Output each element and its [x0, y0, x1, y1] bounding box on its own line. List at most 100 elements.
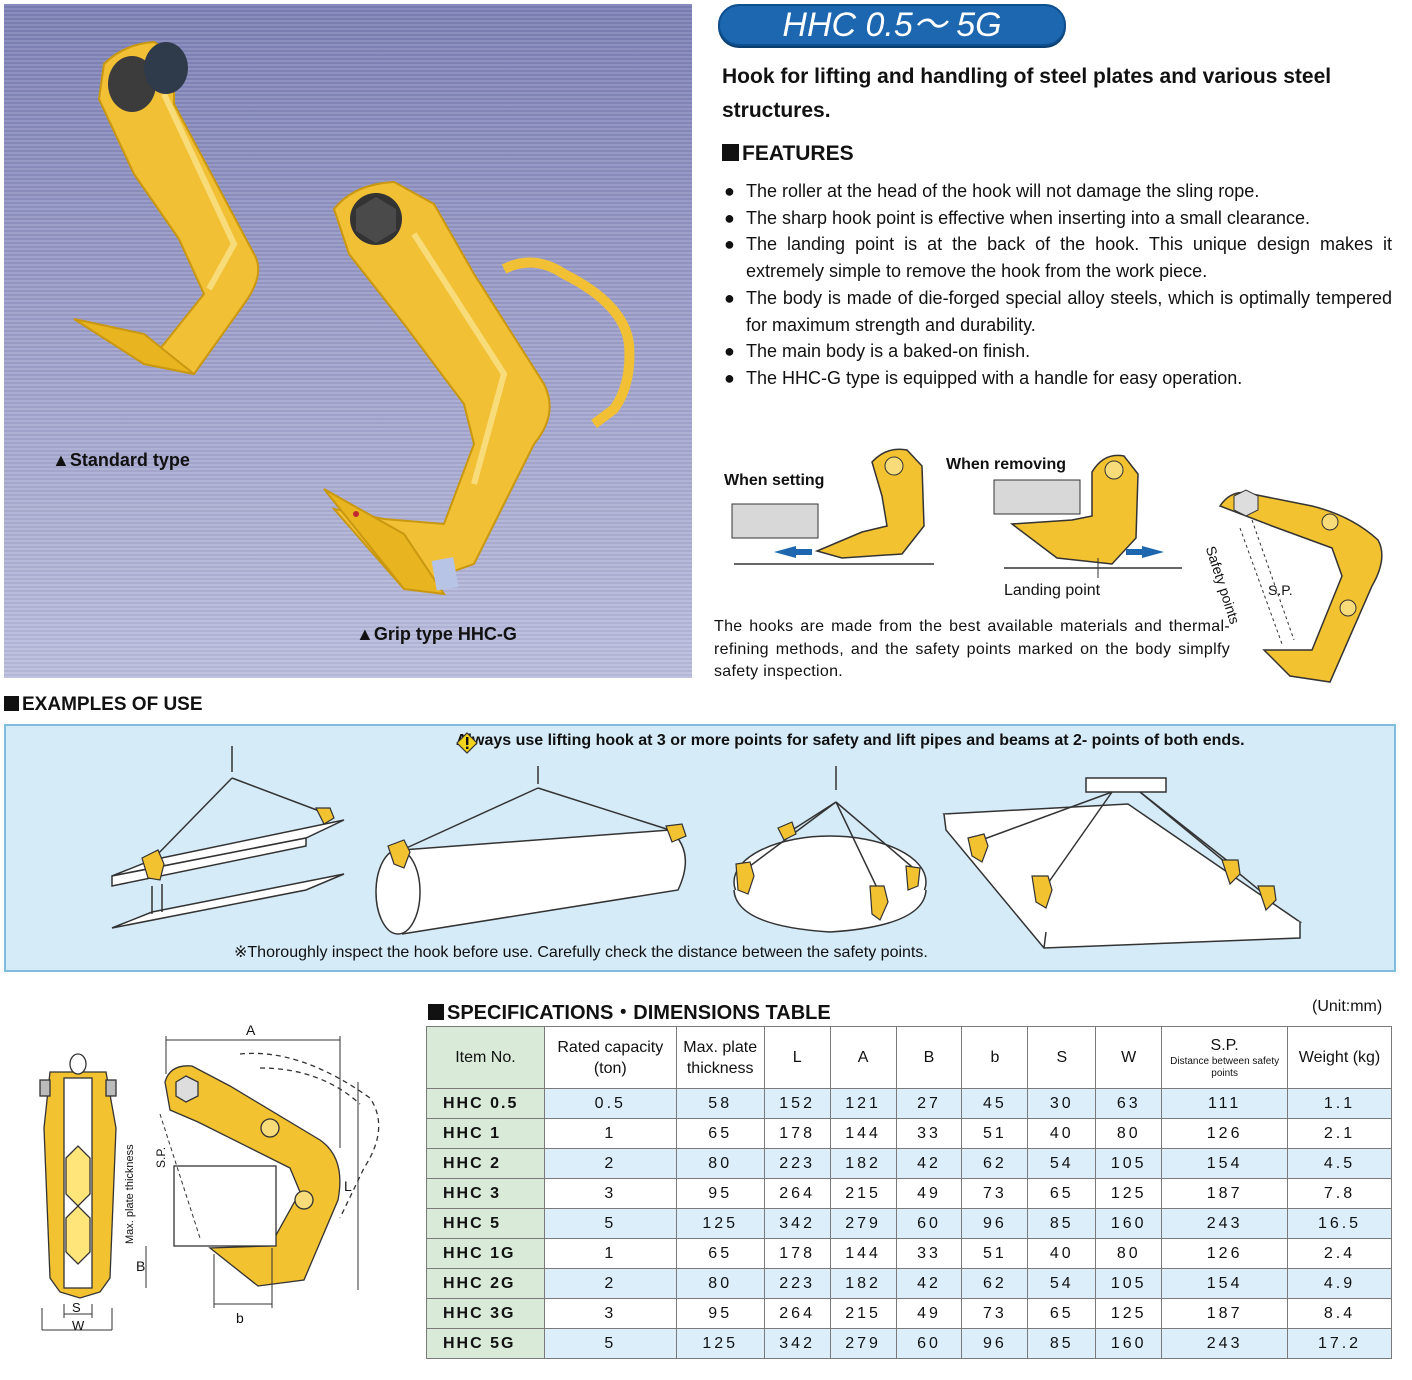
cell-w: 105	[1095, 1148, 1163, 1179]
cell-s: 85	[1027, 1328, 1097, 1359]
cell-a: 144	[829, 1238, 897, 1269]
col-header-sp-sub: Distance between safety points	[1170, 1056, 1280, 1079]
cell-max-plate: 95	[675, 1298, 765, 1329]
disc-example	[733, 766, 927, 933]
cell-a: 182	[829, 1148, 897, 1179]
cell-capacity: 3	[543, 1298, 677, 1329]
cell-s: 65	[1027, 1298, 1097, 1329]
cell-item: HHC 3G	[426, 1298, 545, 1329]
cell-l: 264	[763, 1298, 831, 1329]
cell-sp: 111	[1161, 1088, 1289, 1119]
dim-s-label: S	[72, 1300, 81, 1315]
cell-l: 264	[763, 1178, 831, 1209]
col-header-a: A	[829, 1026, 897, 1089]
cell-item: HHC 3	[426, 1178, 545, 1209]
cell-l: 152	[763, 1088, 831, 1119]
cell-weight: 17.2	[1287, 1328, 1392, 1359]
specs-header-row: Item No. Rated capacity (ton) Max. plate…	[426, 1026, 1392, 1089]
cell-sp: 126	[1161, 1118, 1289, 1149]
cell-w: 105	[1095, 1268, 1163, 1299]
features-heading: FEATURES	[722, 142, 854, 166]
cell-sp: 243	[1161, 1328, 1289, 1359]
col-header-b-upper: B	[895, 1026, 963, 1089]
cell-l: 178	[763, 1118, 831, 1149]
examples-heading-label: EXAMPLES OF USE	[22, 694, 203, 715]
cell-max-plate: 58	[675, 1088, 765, 1119]
cell-b-upper: 33	[895, 1238, 963, 1269]
cell-b-lower: 96	[961, 1328, 1029, 1359]
cell-capacity: 0.5	[543, 1088, 677, 1119]
cell-l: 223	[763, 1148, 831, 1179]
examples-heading: EXAMPLES OF USE	[4, 694, 203, 716]
col-header-b-lower: b	[961, 1026, 1029, 1089]
cell-w: 63	[1095, 1088, 1163, 1119]
dim-l-label: L	[344, 1178, 352, 1194]
cell-l: 342	[763, 1208, 831, 1239]
specs-heading: SPECIFICATIONS・DIMENSIONS TABLE	[428, 996, 831, 1025]
cell-w: 125	[1095, 1178, 1163, 1209]
cell-l: 342	[763, 1328, 831, 1359]
specs-table: Item No. Rated capacity (ton) Max. plate…	[426, 1026, 1392, 1359]
col-header-sp-label: S.P.	[1210, 1037, 1239, 1054]
cell-b-upper: 49	[895, 1298, 963, 1329]
cell-a: 215	[829, 1178, 897, 1209]
cell-sp: 154	[1161, 1148, 1289, 1179]
cell-s: 40	[1027, 1118, 1097, 1149]
cell-weight: 2.1	[1287, 1118, 1392, 1149]
cell-s: 85	[1027, 1208, 1097, 1239]
bullet-square-icon	[428, 1004, 444, 1020]
cell-capacity: 1	[543, 1238, 677, 1269]
product-photo: ▲Standard type ▲Grip type HHC-G	[4, 4, 692, 678]
cell-item: HHC 1G	[426, 1238, 545, 1269]
cell-sp: 187	[1161, 1298, 1289, 1329]
sp-label: S.P.	[1268, 582, 1293, 598]
col-header-capacity: Rated capacity (ton)	[543, 1026, 677, 1089]
cell-b-lower: 96	[961, 1208, 1029, 1239]
cell-b-lower: 62	[961, 1268, 1029, 1299]
cell-a: 144	[829, 1118, 897, 1149]
when-removing-label: When removing	[946, 456, 1067, 473]
cell-a: 279	[829, 1328, 897, 1359]
cell-max-plate: 95	[675, 1178, 765, 1209]
unit-label: (Unit:mm)	[1312, 998, 1383, 1015]
usage-diagram: When setting When removing Landing point…	[712, 436, 1408, 686]
cell-b-lower: 45	[961, 1088, 1029, 1119]
cell-w: 160	[1095, 1328, 1163, 1359]
cell-b-upper: 33	[895, 1118, 963, 1149]
when-setting-label: When setting	[724, 472, 825, 489]
col-header-max-plate: Max. plate thickness	[675, 1026, 765, 1089]
feature-item: The body is made of die-forged special a…	[724, 285, 1392, 338]
product-photo-illustration	[73, 40, 635, 596]
cell-s: 54	[1027, 1148, 1097, 1179]
grip-type-caption: ▲Grip type HHC-G	[356, 624, 517, 644]
cell-w: 125	[1095, 1298, 1163, 1329]
standard-type-caption: ▲Standard type	[52, 450, 190, 470]
cell-b-upper: 60	[895, 1328, 963, 1359]
cell-b-upper: 42	[895, 1148, 963, 1179]
cell-item: HHC 5G	[426, 1328, 545, 1359]
cell-max-plate: 125	[675, 1208, 765, 1239]
bullet-square-icon	[4, 696, 19, 711]
feature-item: The landing point is at the back of the …	[724, 231, 1392, 284]
cell-s: 40	[1027, 1238, 1097, 1269]
cell-item: HHC 2G	[426, 1268, 545, 1299]
cell-a: 279	[829, 1208, 897, 1239]
cell-capacity: 5	[543, 1328, 677, 1359]
cell-max-plate: 125	[675, 1328, 765, 1359]
feature-item: The sharp hook point is effective when i…	[724, 205, 1392, 232]
col-header-weight: Weight (kg)	[1287, 1026, 1392, 1089]
example-hooks	[141, 807, 1277, 921]
specs-heading-label: SPECIFICATIONS・DIMENSIONS TABLE	[447, 1002, 831, 1024]
cell-item: HHC 2	[426, 1148, 545, 1179]
plates-example	[942, 777, 1303, 949]
safety-note: The hooks are made from the best availab…	[714, 618, 1230, 680]
cell-capacity: 1	[543, 1118, 677, 1149]
cell-max-plate: 65	[675, 1118, 765, 1149]
